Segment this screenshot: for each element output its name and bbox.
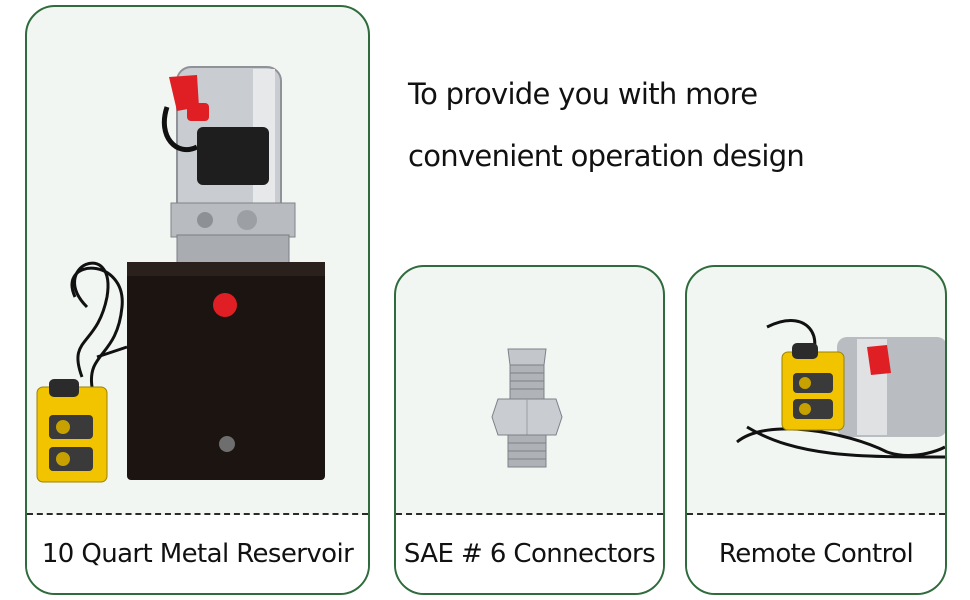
dashed-divider	[687, 513, 945, 515]
dashed-divider	[27, 513, 368, 515]
hydraulic-pump-image	[27, 7, 368, 513]
remote-control-image	[687, 267, 945, 513]
fitting-image	[396, 267, 663, 513]
reservoir-caption: 10 Quart Metal Reservoir	[27, 515, 368, 593]
headline-line-1: To provide you with more	[408, 77, 758, 111]
connectors-card: SAE # 6 Connectors	[394, 265, 665, 595]
dashed-divider	[396, 513, 663, 515]
connectors-caption: SAE # 6 Connectors	[396, 515, 663, 593]
remote-caption: Remote Control	[687, 515, 945, 593]
reservoir-card: 10 Quart Metal Reservoir	[25, 5, 370, 595]
headline: To provide you with more convenient oper…	[408, 70, 948, 194]
headline-line-2: convenient operation design	[408, 139, 805, 173]
remote-card: Remote Control	[685, 265, 947, 595]
